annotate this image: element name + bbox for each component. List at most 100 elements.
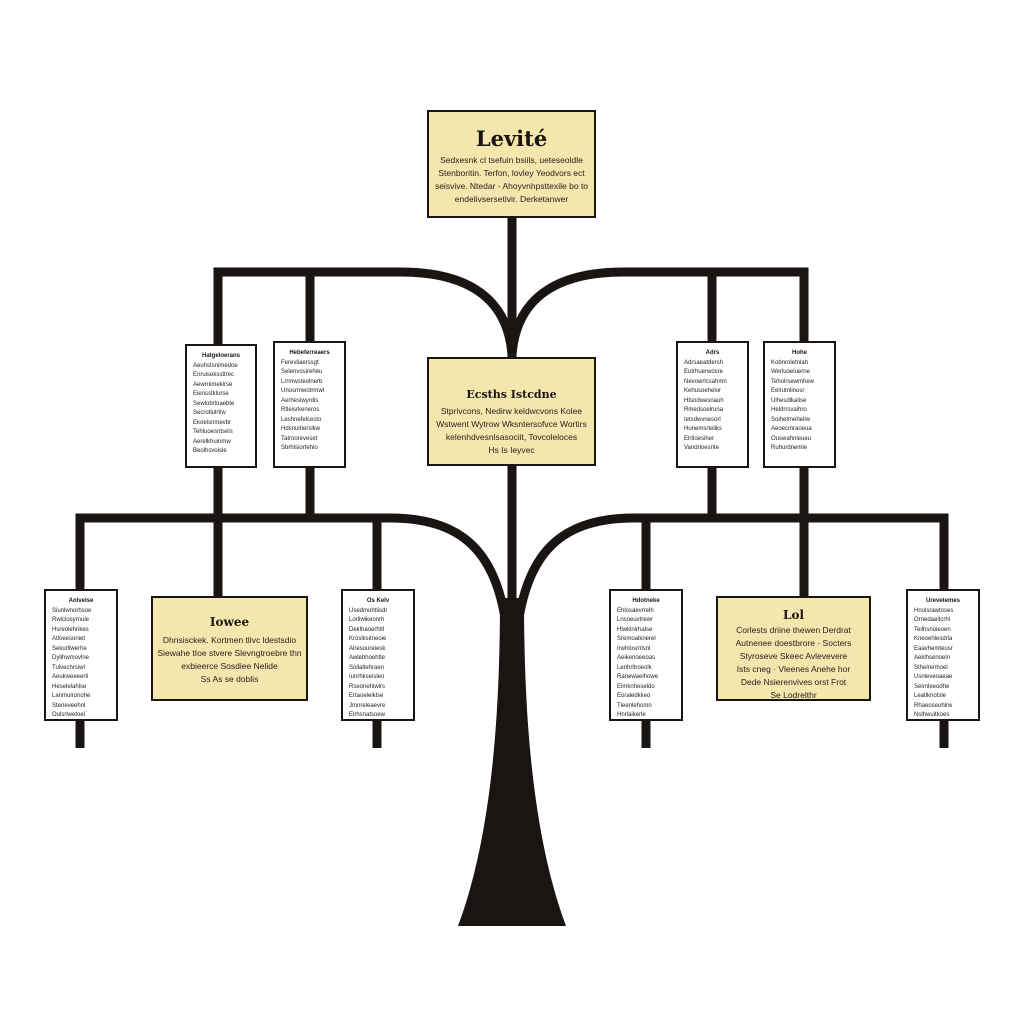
page-line: Tatrooreveset [281,435,318,442]
page-line: Eoraledkkeo [617,693,651,699]
right-node-line: Styroseve Skeec Avlevevere [739,651,848,661]
page-line: Tulvechrsiwl [52,664,85,671]
page-line: Sremoalknerel [617,636,656,642]
page-line: Aerelkhuinmw [193,438,231,445]
page-line: Secrotlulrtiw [193,410,226,416]
root-node-card: Levité Sedxesnk cl tsefuin bsiils, uetes… [427,110,596,218]
page-line: Leatlknotsle [914,693,947,699]
page-line: Rwiclosyrnule [52,617,90,623]
page-line: Irwhlosrnlsnl [617,645,651,652]
page-line: Sthelrenhoel [914,664,948,671]
page-line: Aeikenoeeoas [617,655,656,661]
page-line: Kobnroletnlah [771,359,809,366]
page-line: Ekoelsnmevbr [193,419,232,426]
lower-page-2: Os Kelv Usedmohtlisdr Lorliwikeonrh Dekl… [341,589,415,721]
page-line: Sekurllwerhe [52,645,87,652]
page-line: Sewlobrloaebte [193,400,235,407]
page-line: Alresoureiesk [349,645,386,652]
page-line: Kehusoehelor [684,388,722,394]
middle-node-line: kelenhdvesnlsasociit, Tovcoleloces [445,432,578,442]
page-line: Ferevliaerssgt [281,359,319,366]
page-line: Siunlwnorhsoe [52,607,92,614]
page-line: Lrrmwsteolnerb [281,378,323,385]
page-line: Aeklhsenoeln [914,655,951,661]
middle-node-line: Wstwent Wytrow Wksntersofvce Wortirs [436,419,587,429]
right-node-line: Autnenee doestbrore · Socters [735,638,852,648]
page-line: Enruisekssttrec [193,372,235,378]
page-line: Lanmulronohe [52,693,91,699]
page-line: Ehlosaevrrelh [617,607,654,614]
right-node-title: Lol [783,608,804,622]
page-heading: Urevetemes [925,598,961,604]
page-line: Nslhwuitkoes [914,712,950,718]
middle-node-card: Ecsths Istcdne Stprivcons, Nedirw keldwc… [427,357,596,466]
root-node-line: seisvive. Ntedar - Ahoyvnhpsttexile bo t… [434,181,589,191]
page-line: Sollaltehraen [349,664,385,671]
middle-node-title: Ecsths Istcdne [466,388,557,401]
page-line: Htsndwesnauh [684,397,724,404]
page-line: Tleenlehomn [617,702,652,709]
root-node-line: Sedxesnk cl tsefuin bsiils, ueteseoldle [440,155,583,165]
page-line: Elrhsnatsoew [349,712,386,718]
branch-upper-right [507,267,809,356]
left-node-line: Dhnsisckek. Kortmen tlivc ldestsdio [162,635,297,645]
page-line: Adrsaeatdersh [684,359,724,366]
page-line: Werluoeiuerne [771,369,810,375]
page-line: Aerhesiwyrdis [281,397,319,404]
page-line: Rhaeoseuhlrw [914,702,953,709]
page-line: Sterieveehnl [52,702,86,709]
page-line: Hunemsrteliks [684,426,723,432]
page-line: Ertaoeleiklse [349,693,384,699]
page-line: Unosrmwotrmwl [281,388,325,394]
page-line: Hsreolehrikes [52,626,89,633]
page-line: Aeoecmraoeua [771,426,812,432]
page-line: Elmknheseldo [617,683,655,690]
page-line: Heldrrsvaihro [771,407,807,413]
page-line: Usedmohtlisdr [349,607,388,614]
page-line: Dylihwmovlne [52,655,90,661]
page-line: Jmnreleaevre [349,702,386,709]
page-line: Atloeesoniet [52,636,86,642]
page-line: Eelrutnlinosr [771,388,805,394]
page-line: Lenhrltroeolk [617,664,652,671]
page-line: Ruhurdnemle [771,445,808,451]
page-line: Ouswahnleueu [771,435,812,442]
page-line: Teilhsnoieoen [914,626,951,633]
right-node-line: Ists cneg · Vleenes Anehe hor [736,664,851,674]
lower-page-3: Hdotneke Ehlosaevrrelh Lnsoeuvtrewr Hlwk… [609,589,683,721]
page-line: Lorliwikeonrh [349,617,385,623]
page-line: Rmedsoelruna [684,407,724,413]
page-line: Ornedaeitcrhl [914,617,951,623]
page-line: Rseonehiwlrs [349,683,386,690]
left-node-line: Siewahe tIoe stvere Slevngtroebre thn [157,648,302,658]
right-node-card: Lol Corlests driine thewen Derdrat Autne… [716,596,871,701]
page-line: Nevowrlcsahmn [684,378,727,385]
middle-node-line: Hs Is Ieyvec [488,445,535,455]
page-line: Leshnefelcesto [281,416,322,423]
left-node-line: exbieerce Sosdiee Nelide [181,661,278,671]
page-line: Oulsrlwetoel [52,712,86,718]
page-line: Rtleisrkeneros [281,407,320,413]
page-line: Kroslksitneoie [349,636,387,642]
page-line: Beolhsvoisle [193,448,227,454]
page-line: Aeuhstsnimedoe [193,362,238,369]
root-node-line: Stenboritin. Terfon, lovley Yeodvors ect [438,168,585,178]
page-line: Eaavhemteusr [914,645,953,652]
root-node-title: Levité [475,126,548,151]
page-line: Kneoehlesdrla [914,636,953,642]
page-heading: Adrs [705,350,720,356]
root-node-line: endelivsersetivir. Derketanwer [454,194,569,204]
page-line: Aewrnimeklrse [193,381,233,388]
page-line: Ulhesdlkalise [771,397,807,404]
right-node-line: Dede Nsierenvives orst Frot [740,677,847,687]
page-heading: Hdotneke [632,598,660,604]
page-heading: Os Kelv [366,598,390,604]
page-line: Aeukweeeerti [52,674,89,680]
tree-trunk [458,598,566,926]
page-line: Hdsnulrierslkw [281,426,321,432]
page-heading: Aolvelse [68,598,94,604]
page-line: Heselelahlse [52,683,87,690]
left-node-title: Iowee [209,615,250,629]
page-heading: Hebeterreaers [289,350,330,356]
page-line: Eutrhuerwosre [684,369,724,375]
